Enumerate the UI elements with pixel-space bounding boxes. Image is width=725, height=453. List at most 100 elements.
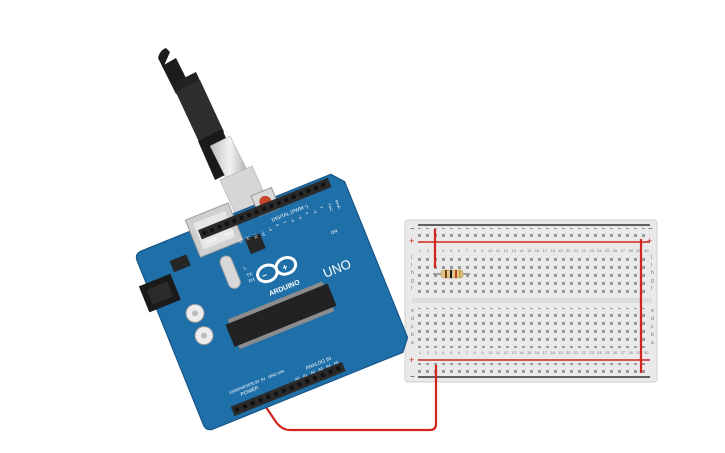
header-hole [216, 224, 223, 230]
top-power-rail[interactable]: − + − + [409, 224, 653, 246]
digital-pin-label: 12 [245, 236, 250, 241]
column-number-bottom: 2 [427, 350, 430, 355]
breadboard[interactable]: − + − + 12345678910111213141516171819202… [404, 219, 658, 383]
column-number-top: 25 [605, 248, 610, 253]
row-letter: c [411, 324, 414, 330]
column-numbers-top: 1234567891011121314151617181920212223242… [419, 248, 649, 253]
row-letter: e [411, 308, 414, 314]
column-number-bottom: 21 [574, 350, 579, 355]
header-hole [305, 188, 312, 194]
bottom-power-rail[interactable]: + − [409, 355, 650, 381]
digital-pin-label: 4 [304, 212, 308, 215]
header-hole [298, 191, 304, 197]
column-number-bottom: 5 [450, 350, 453, 355]
svg-text:−: − [260, 270, 269, 281]
column-number-bottom: 4 [442, 350, 445, 355]
row-letter: g [411, 278, 414, 284]
column-number-top: 2 [427, 248, 430, 253]
column-number-bottom: 13 [511, 350, 516, 355]
row-letter: f [411, 286, 413, 292]
header-hole [312, 375, 318, 381]
column-number-bottom: 30 [644, 350, 649, 355]
column-number-top: 29 [636, 248, 641, 253]
v33-label: 3.3V [251, 378, 261, 386]
row-letter-right: h [651, 270, 654, 276]
column-number-top: 24 [597, 248, 602, 253]
column-number-top: 6 [458, 248, 461, 253]
resistor-icon[interactable] [433, 269, 470, 279]
arduino-infinity-logo: − + [256, 256, 298, 284]
digital-pin-label: 7 [282, 221, 286, 224]
column-number-bottom: 17 [543, 350, 548, 355]
gnd-label: GND [223, 229, 235, 238]
column-number-top: 10 [488, 248, 493, 253]
center-channel [412, 298, 652, 303]
header-hole [335, 366, 342, 372]
row-letter: b [411, 332, 414, 338]
digital-pin-label: ~5 [297, 215, 302, 220]
header-hole [268, 203, 274, 209]
row-letter-right: e [651, 308, 654, 314]
column-number-bottom: 23 [589, 350, 594, 355]
digital-pin-label: ~6 [290, 218, 295, 223]
digital-pin-label: ~9 [267, 227, 272, 232]
gnd2-label: GND [267, 371, 277, 379]
column-number-top: 20 [566, 248, 571, 253]
column-number-top: 13 [511, 248, 516, 253]
analog-pin-label: A0 [294, 376, 300, 381]
column-number-top: 8 [473, 248, 476, 253]
analog-pin-label: A5 [333, 360, 339, 365]
digital-pin-label: 2 [319, 206, 323, 209]
column-number-top: 11 [496, 248, 501, 253]
arduino-uno-board[interactable]: − + ARDUINO UNO DIGITAL (PWM~) ANALOG IN… [122, 159, 412, 434]
ioref-label: IOREF [228, 386, 242, 395]
header-hole [296, 381, 303, 388]
row-letter-right: a [651, 340, 654, 346]
digital-pin-label: ~3 [312, 209, 317, 214]
column-number-top: 15 [527, 248, 532, 253]
row-letter-right: g [651, 278, 654, 284]
row-letter-right: c [651, 324, 654, 330]
atmega-chip [225, 283, 337, 348]
header-hole [231, 218, 237, 224]
header-hole [201, 230, 208, 236]
header-hole [320, 182, 326, 188]
tx-label: TX [246, 271, 253, 278]
rail-minus-label: − [410, 224, 415, 233]
rail-plus-label: + [409, 236, 414, 246]
column-number-top: 30 [644, 248, 649, 253]
row-letter: j [410, 254, 412, 260]
usb-cable-icon[interactable] [158, 48, 271, 221]
voltage-regulator [169, 254, 191, 273]
power-pin-labels: IOREF RESET 3.3V 5V GND VIN [228, 368, 284, 395]
column-number-top: 22 [582, 248, 587, 253]
column-number-bottom: 20 [566, 350, 571, 355]
row-letter: d [411, 316, 414, 322]
analog-pin-label: A1 [302, 373, 308, 378]
rail-minus-label-bottom: − [410, 372, 415, 381]
header-hole [320, 372, 326, 378]
row-letter-right: d [651, 316, 654, 322]
header-hole [234, 406, 240, 413]
arduino-to-breadboard-wire[interactable] [217, 335, 438, 432]
row-letter-right: b [651, 332, 654, 338]
digital-pin-label: TX▸1 [327, 203, 334, 212]
column-number-bottom: 11 [496, 350, 501, 355]
column-number-top: 5 [450, 248, 453, 253]
crystal [219, 255, 241, 289]
rail-plus-label-bottom: + [409, 355, 414, 365]
rx-label: RX [248, 277, 256, 284]
column-number-bottom: 7 [466, 350, 469, 355]
header-hole [276, 200, 282, 206]
column-number-bottom: 16 [535, 350, 540, 355]
svg-text:+: + [281, 262, 290, 273]
header-hole [209, 227, 215, 233]
column-number-top: 1 [419, 248, 422, 253]
column-number-top: 21 [574, 248, 579, 253]
row-letter: a [411, 340, 414, 346]
header-hole [224, 221, 230, 227]
column-number-bottom: 10 [488, 350, 493, 355]
